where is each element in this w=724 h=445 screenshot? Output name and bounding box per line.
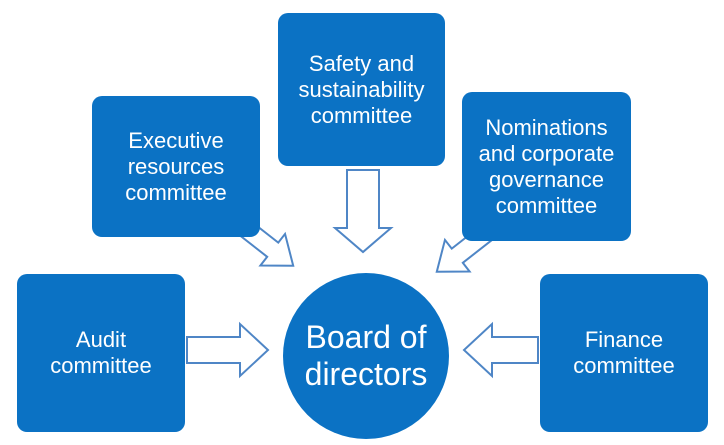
executive-committee-box: Executive resources committee	[92, 96, 260, 237]
executive-committee-label: Executive resources committee	[125, 127, 227, 205]
finance-committee-label: Finance committee	[573, 327, 675, 378]
arrow-audit-to-board	[186, 321, 270, 379]
audit-committee-label: Audit committee	[50, 327, 152, 378]
safety-committee-box: Safety and sustainability committee	[278, 13, 445, 166]
finance-committee-box: Finance committee	[540, 274, 708, 432]
board-of-directors-circle: Board of directors	[283, 273, 449, 439]
nominations-committee-box: Nominations and corporate governance com…	[462, 92, 631, 241]
arrow-finance-to-board	[462, 321, 539, 379]
safety-committee-label: Safety and sustainability committee	[298, 50, 425, 128]
audit-committee-box: Audit committee	[17, 274, 185, 432]
arrow-safety-to-board	[332, 169, 394, 254]
board-of-directors-label: Board of directors	[304, 319, 428, 392]
nominations-committee-label: Nominations and corporate governance com…	[478, 114, 615, 218]
